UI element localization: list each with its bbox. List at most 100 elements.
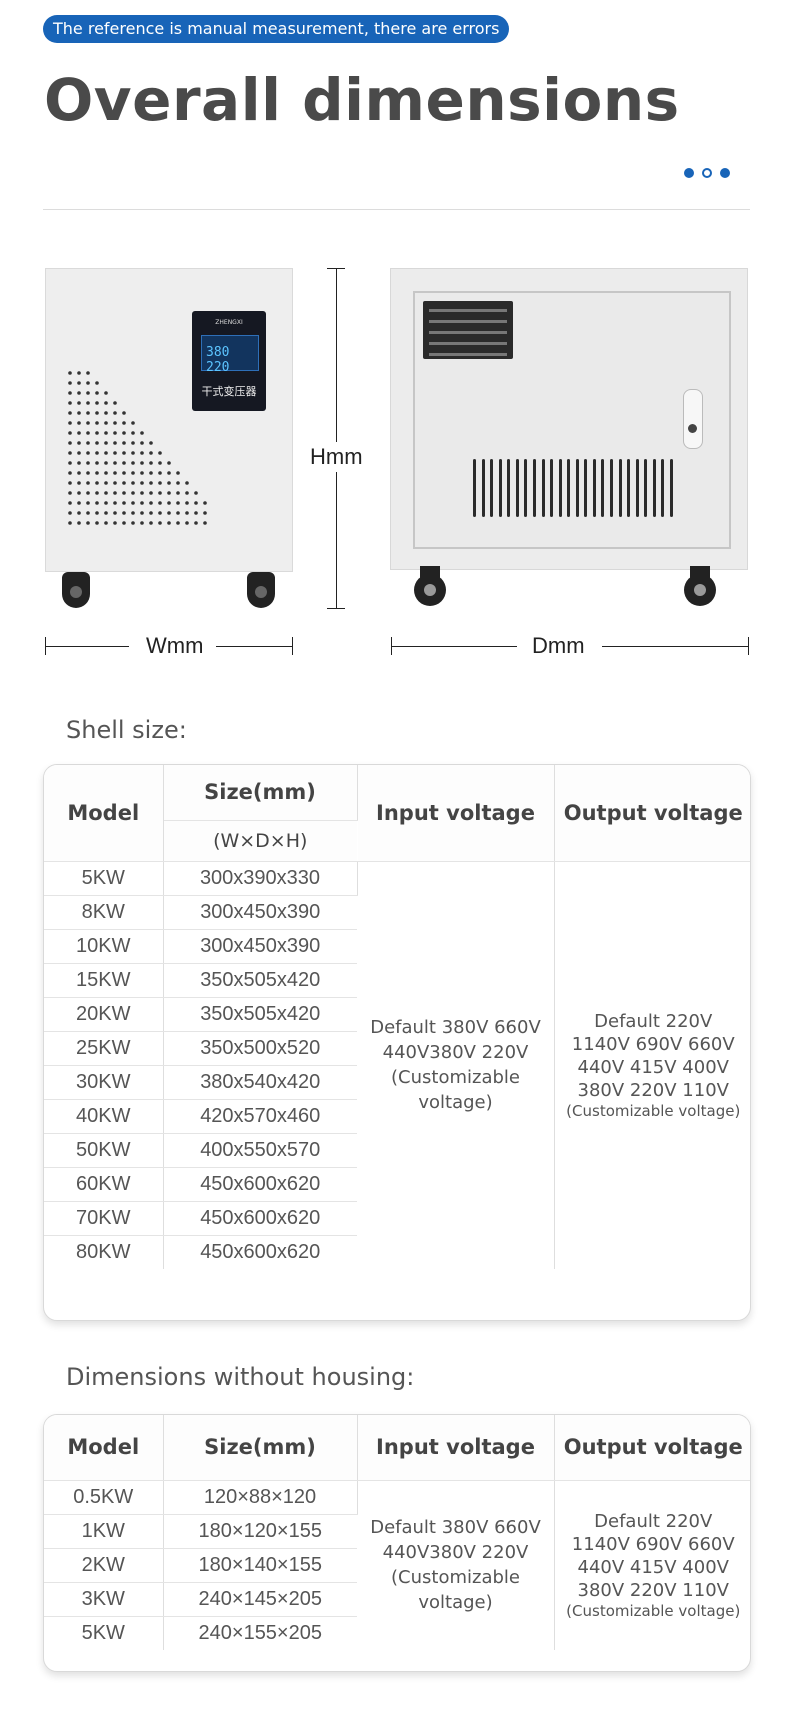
grille-hole: [131, 511, 135, 515]
grille-hole: [194, 491, 198, 495]
model-cell: 2KW: [44, 1548, 164, 1583]
grille-hole: [203, 501, 207, 505]
vent-slot: [567, 459, 571, 517]
vent-slot: [532, 459, 536, 517]
grille-hole: [68, 511, 72, 515]
grille-hole: [113, 401, 117, 405]
grille-hole: [95, 411, 99, 415]
pager-dot: [702, 168, 712, 178]
model-cell: 70KW: [44, 1201, 164, 1236]
shell-size-table: Model Size(mm) Input voltage Output volt…: [43, 764, 751, 1321]
output-voltage-line: Default 220V: [594, 1511, 713, 1533]
transformer-side-view: [390, 268, 748, 570]
grille-hole: [194, 511, 198, 515]
output-voltage-note: (Customizable voltage): [566, 1102, 741, 1121]
size-cell: 300x450x390: [163, 929, 357, 964]
vent-slot: [584, 459, 588, 517]
grille-hole: [185, 511, 189, 515]
grille-hole: [176, 511, 180, 515]
grille-hole: [68, 421, 72, 425]
grille-hole: [140, 491, 144, 495]
grille-hole: [86, 521, 90, 525]
input-voltage-line: Default 380V 660V: [370, 1017, 541, 1039]
grille-hole: [104, 461, 108, 465]
vent-slot: [490, 459, 494, 517]
grille-hole: [122, 481, 126, 485]
display-panel: ZHENGXI 380 220 干式变压器: [192, 311, 266, 411]
grille-hole: [158, 481, 162, 485]
grille-hole: [104, 511, 108, 515]
transformer-front-view: ZHENGXI 380 220 干式变压器: [45, 268, 293, 572]
grille-hole: [95, 461, 99, 465]
wheel-icon: [247, 572, 275, 608]
size-subheader: (W×D×H): [163, 820, 357, 862]
height-dimension-line: [336, 268, 337, 608]
grille-hole: [68, 471, 72, 475]
grille-hole: [176, 491, 180, 495]
vent-slot: [481, 459, 485, 517]
grille-hole: [86, 411, 90, 415]
size-cell: 350x505x420: [163, 997, 357, 1032]
grille-hole: [140, 481, 144, 485]
output-voltage-header: Output voltage: [554, 765, 750, 862]
grille-hole: [77, 381, 81, 385]
grille-hole: [194, 521, 198, 525]
model-cell: 20KW: [44, 997, 164, 1032]
grille-hole: [95, 431, 99, 435]
grille-hole: [77, 441, 81, 445]
vent-slot: [473, 459, 476, 517]
grille-hole: [185, 481, 189, 485]
size-cell: 400x550x570: [163, 1133, 357, 1168]
grille-hole: [149, 441, 153, 445]
disclaimer-badge: The reference is manual measurement, the…: [43, 15, 510, 43]
model-cell: 5KW: [44, 861, 164, 896]
vent-slot: [524, 459, 528, 517]
grille-hole: [131, 501, 135, 505]
size-cell: 380x540x420: [163, 1065, 357, 1100]
model-cell: 40KW: [44, 1099, 164, 1134]
vent-slot: [627, 459, 631, 517]
input-voltage-line: voltage): [418, 1092, 493, 1114]
grille-hole: [104, 471, 108, 475]
grille-hole: [167, 481, 171, 485]
vent-slot: [610, 459, 613, 517]
grille-hole: [86, 381, 90, 385]
height-label: Hmm: [310, 442, 363, 472]
grille-hole: [68, 491, 72, 495]
grille-hole: [77, 371, 81, 375]
grille-hole: [158, 521, 162, 525]
grille-hole: [158, 491, 162, 495]
lcd-screen: 380 220: [201, 335, 259, 375]
grille-hole: [158, 461, 162, 465]
input-voltage-line: 440V380V 220V: [382, 1542, 529, 1564]
grille-hole: [140, 461, 144, 465]
grille-hole: [113, 501, 117, 505]
size-cell: 180×120×155: [163, 1514, 357, 1549]
size-cell: 180×140×155: [163, 1548, 357, 1583]
grille-hole: [104, 391, 108, 395]
ventilation-grille: [68, 371, 207, 525]
size-cell: 450x600x620: [163, 1201, 357, 1236]
vent-slot: [661, 459, 665, 517]
nameplate: [423, 301, 513, 359]
grille-hole: [77, 521, 81, 525]
grille-hole: [113, 511, 117, 515]
grille-hole: [77, 451, 81, 455]
grille-hole: [122, 411, 126, 415]
input-voltage-header: Input voltage: [357, 765, 555, 862]
grille-hole: [113, 431, 117, 435]
title-divider: [43, 209, 750, 210]
grille-hole: [68, 521, 72, 525]
grille-hole: [77, 511, 81, 515]
grille-hole: [86, 441, 90, 445]
grille-hole: [86, 501, 90, 505]
depth-label: Dmm: [532, 633, 585, 658]
grille-hole: [131, 441, 135, 445]
